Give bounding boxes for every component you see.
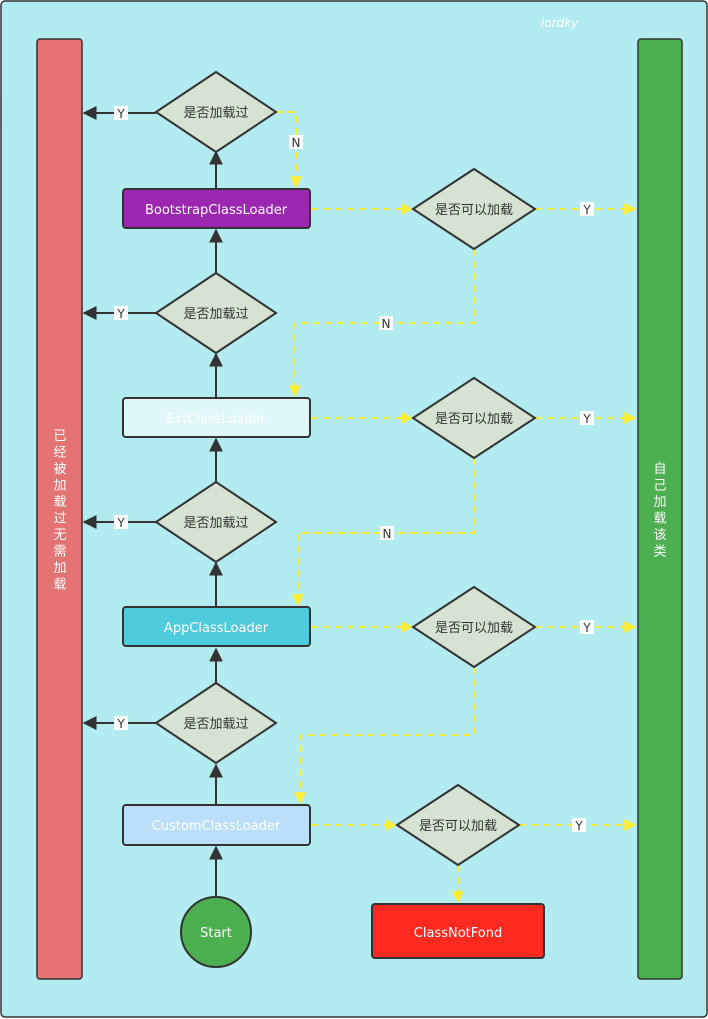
label-y-left-4: Y bbox=[114, 716, 128, 731]
label-n-top: N bbox=[289, 135, 303, 150]
start-label: Start bbox=[200, 926, 232, 941]
label-n-text: N bbox=[382, 317, 391, 331]
label-y-text: Y bbox=[116, 516, 125, 530]
bootstrap-label: BootstrapClassLoader bbox=[145, 203, 288, 218]
label-y-right-4: Y bbox=[572, 818, 586, 833]
app-label: AppClassLoader bbox=[164, 621, 269, 636]
node-start: Start bbox=[180, 896, 252, 968]
label-y-text: Y bbox=[574, 819, 583, 833]
label-y-text: Y bbox=[582, 412, 591, 426]
label-n-text: N bbox=[292, 136, 301, 150]
watermark: lordky bbox=[541, 16, 579, 30]
edge-labels: Y Y Y Y N N N Y Y Y Y bbox=[114, 106, 594, 833]
right-panel bbox=[637, 38, 683, 980]
custom-label: CustomClassLoader bbox=[152, 819, 281, 834]
node-class-not-found: ClassNotFond bbox=[371, 903, 545, 959]
arrow-top-no bbox=[276, 111, 302, 189]
label-y-left-2: Y bbox=[114, 306, 128, 321]
decision-loaded-ext: 是否加载过 bbox=[154, 271, 278, 355]
decision-loaded-custom: 是否加载过 bbox=[154, 681, 278, 765]
node-bootstrap-class-loader: BootstrapClassLoader bbox=[122, 188, 311, 229]
label-n-text: N bbox=[383, 527, 392, 541]
node-ext-class-loader: ExtClassLoader bbox=[122, 397, 311, 438]
node-app-class-loader: AppClassLoader bbox=[122, 606, 311, 647]
decision-can-load-ext: 是否可以加载 bbox=[411, 376, 537, 460]
decision-loaded-label: 是否加载过 bbox=[183, 307, 248, 322]
label-y-left-1: Y bbox=[114, 106, 128, 121]
decision-can-load-bootstrap: 是否可以加载 bbox=[411, 167, 537, 251]
decision-can-load-label: 是否可以加载 bbox=[435, 621, 513, 636]
label-y-text: Y bbox=[582, 621, 591, 635]
left-panel-label: 已经被加载过无需加载 bbox=[53, 429, 66, 593]
not-found-label: ClassNotFond bbox=[414, 926, 502, 941]
arrow-can-load-3-no bbox=[294, 667, 475, 805]
right-panel-label: 自己加载该类 bbox=[653, 462, 666, 560]
ext-label: ExtClassLoader bbox=[166, 412, 266, 427]
decision-loaded-label: 是否加载过 bbox=[183, 717, 248, 732]
arrow-can-load-1-no bbox=[289, 249, 475, 398]
label-y-left-3: Y bbox=[114, 515, 128, 530]
decision-can-load-label: 是否可以加载 bbox=[435, 412, 513, 427]
decision-can-load-custom: 是否可以加载 bbox=[395, 783, 521, 867]
label-y-text: Y bbox=[116, 107, 125, 121]
label-n-1: N bbox=[379, 316, 393, 331]
decision-can-load-label: 是否可以加载 bbox=[435, 203, 513, 218]
label-y-text: Y bbox=[116, 717, 125, 731]
decision-loaded-label: 是否加载过 bbox=[183, 106, 248, 121]
label-y-text: Y bbox=[582, 203, 591, 217]
decision-can-load-label: 是否可以加载 bbox=[419, 819, 497, 834]
decision-loaded-label: 是否加载过 bbox=[183, 516, 248, 531]
label-y-right-2: Y bbox=[580, 411, 594, 426]
left-panel bbox=[36, 38, 83, 980]
label-y-text: Y bbox=[116, 307, 125, 321]
decision-loaded-app: 是否加载过 bbox=[154, 480, 278, 564]
label-n-2: N bbox=[380, 526, 394, 541]
decision-loaded-bootstrap: 是否加载过 bbox=[154, 70, 278, 154]
node-custom-class-loader: CustomClassLoader bbox=[122, 804, 311, 846]
label-y-right-1: Y bbox=[580, 202, 594, 217]
label-y-right-3: Y bbox=[580, 620, 594, 635]
decision-can-load-app: 是否可以加载 bbox=[411, 585, 537, 669]
